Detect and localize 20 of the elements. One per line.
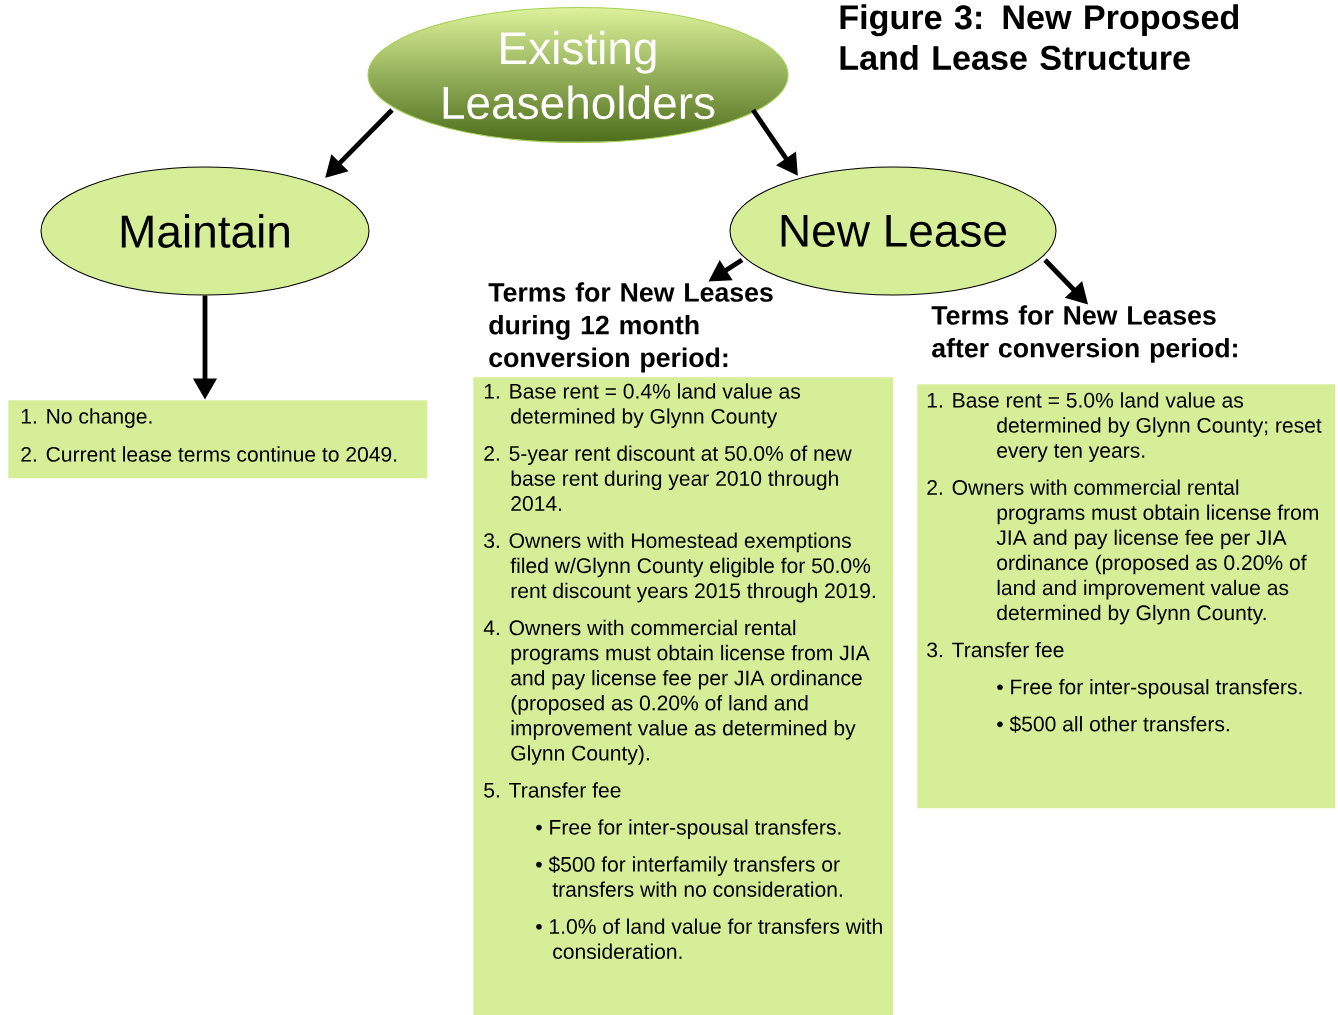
ellipse-node: Existing Leaseholders [367, 6, 789, 144]
node-label: 4. Owners with commercial rental programs must obtain license from JIA and pay license fee per JIA ordinance (proposed as 0.20% of land and improvement value as determined by Glynn County). [483, 619, 870, 765]
node-label: • $500 all other transfers. [997, 715, 1229, 733]
node-label: 3. Owners with Homestead exemptions filed w/Glynn County eligible for 50.0% rent discount years 2015 through 2019. [484, 532, 875, 603]
node-label: 5. Transfer fee [484, 782, 621, 798]
node-label: 3. Transfer fee [927, 641, 1064, 658]
list-box: 1. Base rent = 5.0% land value as determined by Glynn County; reset every ten years. 2. Owners with commercial rental programs must obtain license from JIA and pay license fee per JIA ordinance (proposed as 0.20% of land and improvement value as determined by Glynn County. 3. Transfer fee • Free for inter-spousal transfers. • $500 all other transfers. [917, 384, 1336, 809]
section-heading: Terms for New Leases after conversion period: [931, 305, 1237, 363]
node-label: • 1.0% of land value for transfers with consideration. [536, 918, 882, 960]
node-label: 1. Base rent = 0.4% land value as determined by Glynn County [484, 383, 801, 428]
node-label: 1. Base rent = 5.0% land value as determined by Glynn County; reset every ten years. [927, 392, 1322, 463]
node-label: • Free for inter-spousal transfers. [997, 678, 1302, 699]
node-label: • Free for inter-spousal transfers. [536, 819, 841, 839]
node-label: 2. 5-year rent discount at 50.0% of new base rent during year 2010 through 2014. [484, 445, 852, 512]
figure-title: Figure 3: New Proposed Land Lease Structure [840, 4, 1239, 70]
ellipse-node: Maintain [40, 166, 370, 296]
list-box: 1. No change. 2. Current lease terms continue to 2049. [8, 400, 428, 479]
node-label: • $500 for interfamily transfers or transfers with no consideration. [536, 856, 842, 897]
list-box: 1. Base rent = 0.4% land value as determined by Glynn County 2. 5-year rent discount at 50.0% of new base rent during year 2010 through 2014. 3. Owners with Homestead exemptions filed w/Glynn County eligible for 50.0% rent discount years 2015 through 2019. 4. Owners with commercial rental programs must obtain license from JIA and pay license fee per JIA ordinance (proposed as 0.20% of land and improvement value as determined by Glynn County). 5. Transfer fee • Free for inter-spousal transfers. • $500 for interfamily transfers or transfers with no consideration. • 1.0% of land value for transfers with consideration. [473, 377, 894, 1015]
node-label: 2. Owners with commercial rental programs must obtain license from JIA and pay license fee per JIA ordinance (proposed as 0.20% of land and improvement value as determined by Glynn County. [927, 479, 1318, 625]
